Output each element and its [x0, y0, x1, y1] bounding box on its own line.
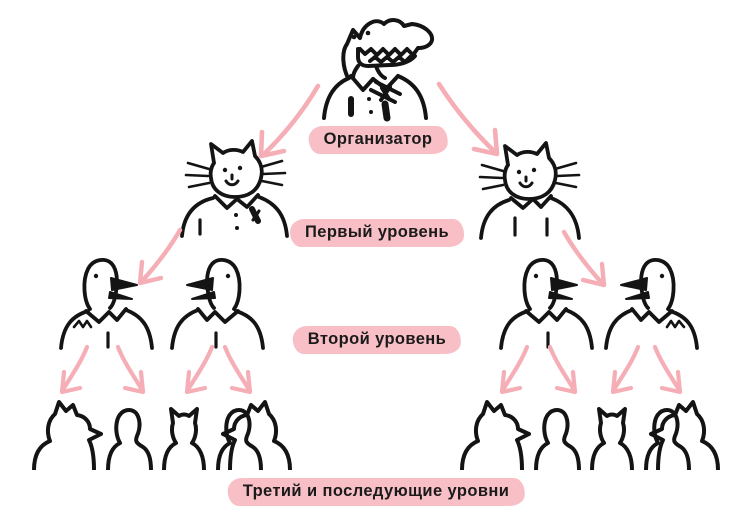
- cat-first-level-right-illustration: [463, 138, 603, 240]
- level3-label: Третий и последующие уровни: [227, 478, 525, 506]
- level1-label: Первый уровень: [289, 219, 465, 247]
- arrow-duck-to-crowd-icon: [609, 344, 643, 396]
- arrow-duck-to-crowd-icon: [220, 344, 254, 396]
- arrow-duck-to-crowd-icon: [498, 344, 532, 396]
- cat-first-level-left-illustration: [163, 136, 311, 238]
- arrow-duck-to-crowd-icon: [58, 344, 92, 396]
- crowd-third-level-left-illustration: [28, 398, 296, 470]
- arrow-duck-to-crowd-icon: [650, 344, 684, 396]
- arrow-duck-to-crowd-icon: [183, 344, 217, 396]
- organizer-label: Организатор: [308, 126, 448, 154]
- arrow-left-cat-to-ducks-icon: [133, 226, 188, 288]
- arrow-right-cat-to-ducks-icon: [556, 228, 611, 290]
- arrow-organizer-to-left-cat-icon: [252, 82, 330, 162]
- arrow-duck-to-crowd-icon: [545, 344, 579, 396]
- level2-label: Второй уровень: [292, 326, 462, 354]
- crowd-third-level-right-illustration: [456, 398, 724, 470]
- duck-pair-second-level-right-illustration: [493, 251, 705, 350]
- arrow-organizer-to-right-cat-icon: [428, 80, 508, 160]
- arrow-duck-to-crowd-icon: [113, 344, 147, 396]
- crocodile-organizer-illustration: [312, 4, 444, 122]
- duck-pair-second-level-left-illustration: [53, 251, 271, 350]
